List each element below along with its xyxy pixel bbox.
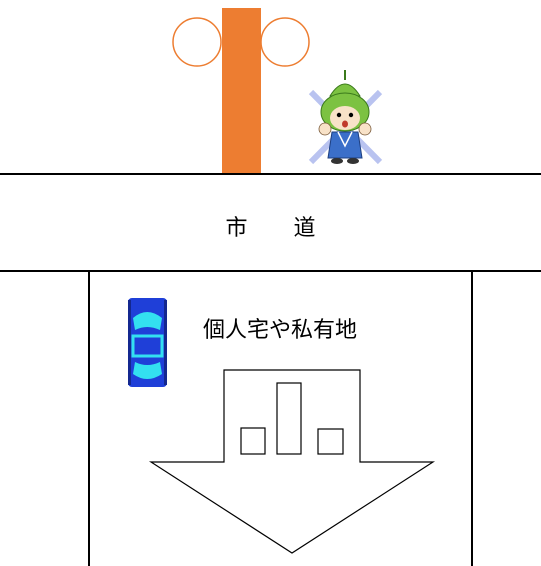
mascot-character-icon xyxy=(308,70,383,165)
building-tall xyxy=(276,382,302,455)
pole-left-insulator xyxy=(172,17,222,67)
building-right xyxy=(317,428,344,455)
road-label-char-1: 市 xyxy=(225,216,248,241)
utility-pole-icon xyxy=(172,8,310,173)
road-label-char-2: 道 xyxy=(293,216,316,241)
road-label: 市道 xyxy=(0,210,541,242)
down-arrow-outline xyxy=(148,369,436,554)
down-arrow-with-buildings-icon xyxy=(148,369,436,554)
property-label: 個人宅や私有地 xyxy=(203,318,358,343)
car-icon xyxy=(128,298,167,387)
pole-right-insulator xyxy=(260,17,310,67)
pole-body xyxy=(222,8,261,173)
building-left xyxy=(240,427,266,455)
